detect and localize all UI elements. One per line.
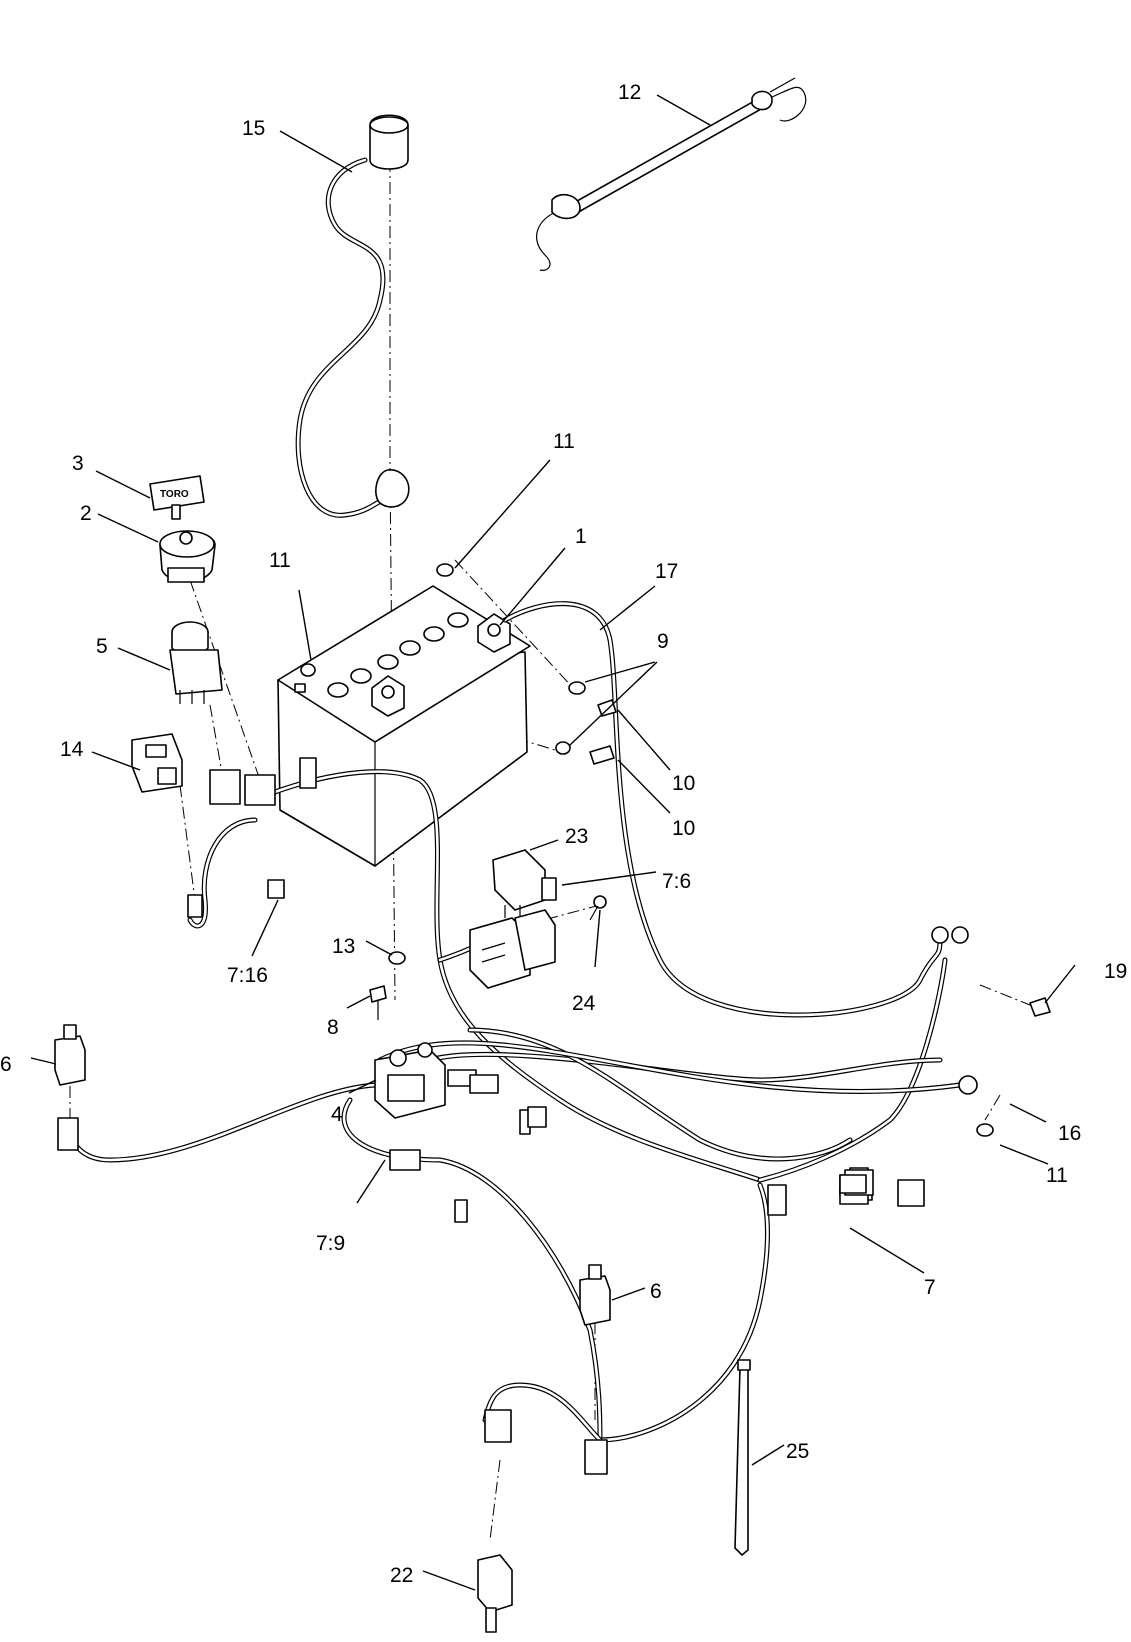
starter-solenoid-part-4 <box>374 1042 446 1119</box>
callout-24: 24 <box>572 992 596 1015</box>
callout-15: 15 <box>242 117 265 140</box>
callout-10-b: 10 <box>672 817 695 840</box>
bolt-part-8 <box>369 985 387 1020</box>
washer-part-9-a <box>568 681 586 695</box>
fuse-block <box>469 909 556 989</box>
callout-2: 2 <box>80 502 92 525</box>
callout-11-right: 11 <box>1046 1164 1068 1187</box>
ignition-key-part-3: TORO <box>149 475 205 520</box>
switch-part-6-left <box>54 1024 86 1151</box>
screw-part-24 <box>589 895 607 921</box>
callout-1: 1 <box>575 525 587 548</box>
callout-4: 4 <box>331 1103 343 1126</box>
callout-9: 9 <box>657 630 669 653</box>
relay-part-23 <box>492 849 546 918</box>
callout-6-right: 6 <box>650 1280 662 1303</box>
callout-5: 5 <box>96 635 108 658</box>
ignition-switch-part-2 <box>159 530 216 583</box>
pto-switch-part-5 <box>169 621 223 704</box>
washer-part-11-top <box>436 563 454 577</box>
callout-7-6: 7:6 <box>662 870 691 893</box>
callout-3: 3 <box>72 452 84 475</box>
battery-cable-part-17 <box>502 601 969 1018</box>
callout-22: 22 <box>390 1564 413 1587</box>
callout-19: 19 <box>1104 960 1127 983</box>
ground-cable-part-16 <box>377 1040 978 1095</box>
callout-10-a: 10 <box>672 772 695 795</box>
bungee-strap-part-12 <box>536 77 807 271</box>
washer-part-11-left <box>300 663 316 677</box>
callout-labels: 15 12 3 2 5 14 11 11 1 17 9 10 10 23 7:6… <box>0 81 1127 1587</box>
callout-12: 12 <box>618 81 641 104</box>
callout-14: 14 <box>60 738 84 761</box>
callout-17: 17 <box>655 560 678 583</box>
callout-11-top: 11 <box>553 430 575 453</box>
cable-tie-part-25 <box>734 1359 751 1556</box>
callout-8: 8 <box>327 1016 339 1039</box>
hour-meter-part-14 <box>131 733 183 793</box>
battery-terminal-boot-part-15 <box>295 114 410 518</box>
washer-part-9-b <box>555 741 571 755</box>
battery-part-1 <box>277 585 531 867</box>
callout-16: 16 <box>1058 1122 1081 1145</box>
callout-6-left: 6 <box>0 1053 12 1076</box>
callout-7-16: 7:16 <box>227 964 268 987</box>
callout-23: 23 <box>565 825 588 848</box>
switch-part-6-right <box>579 1264 611 1326</box>
callout-11-left: 11 <box>269 549 291 572</box>
callout-13: 13 <box>332 935 355 958</box>
key-brand-label: TORO <box>160 489 189 500</box>
callout-7: 7 <box>924 1276 936 1299</box>
leader-lines <box>30 94 1076 1591</box>
callout-7-9: 7:9 <box>316 1232 345 1255</box>
nut-part-13 <box>388 951 406 965</box>
bolt-part-10-a <box>597 699 617 717</box>
callout-25: 25 <box>786 1440 809 1463</box>
fuse-part-7-6 <box>541 877 557 901</box>
nut-part-11-right <box>976 1123 994 1137</box>
bolt-part-10-b <box>589 745 615 765</box>
harness-connectors <box>187 757 925 1475</box>
switch-part-22 <box>477 1554 513 1633</box>
